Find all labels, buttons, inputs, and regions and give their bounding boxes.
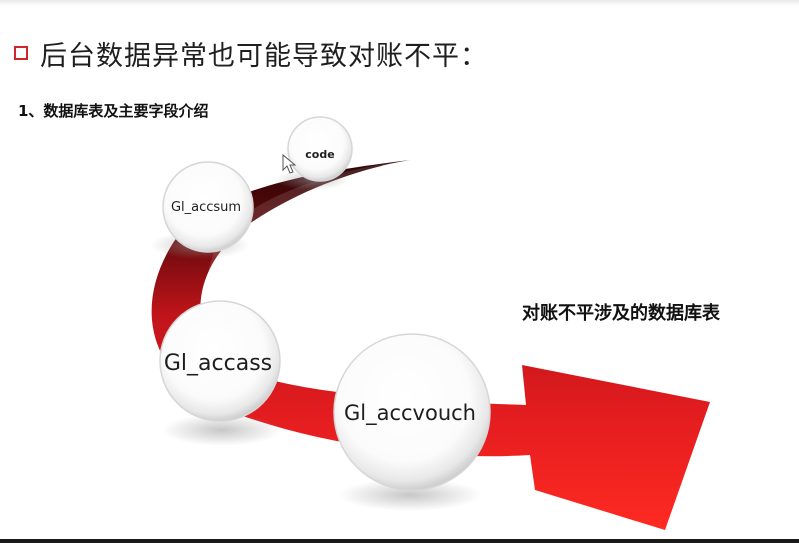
gl-accsum-bubble: Gl_accsum xyxy=(162,161,254,253)
gl-accsum-label: Gl_accsum xyxy=(171,200,241,215)
gl-accass-bubble: Gl_accass xyxy=(159,300,281,422)
gl-accvouch-bubble: Gl_accvouch xyxy=(333,333,491,491)
gl-accass-label: Gl_accass xyxy=(164,351,272,376)
red-curved-arrow xyxy=(151,160,711,530)
bottom-border xyxy=(0,539,799,543)
arrow-highlight xyxy=(207,160,410,310)
square-bullet-icon xyxy=(14,46,28,60)
mouse-cursor-icon xyxy=(282,153,297,174)
section-subheading: 1、数据库表及主要字段介绍 xyxy=(18,102,209,120)
gl-accass-bubble-shadow xyxy=(162,414,282,446)
code-bubble: code xyxy=(287,116,353,182)
heading-text: 后台数据异常也可能导致对账不平： xyxy=(40,40,488,72)
top-strip xyxy=(0,0,799,6)
slide-heading: 后台数据异常也可能导致对账不平： xyxy=(14,33,488,73)
code-label: code xyxy=(305,148,334,161)
side-label: 对账不平涉及的数据库表 xyxy=(522,303,720,324)
gl-accvouch-bubble-shadow xyxy=(338,479,482,511)
gl-accvouch-label: Gl_accvouch xyxy=(344,401,476,426)
